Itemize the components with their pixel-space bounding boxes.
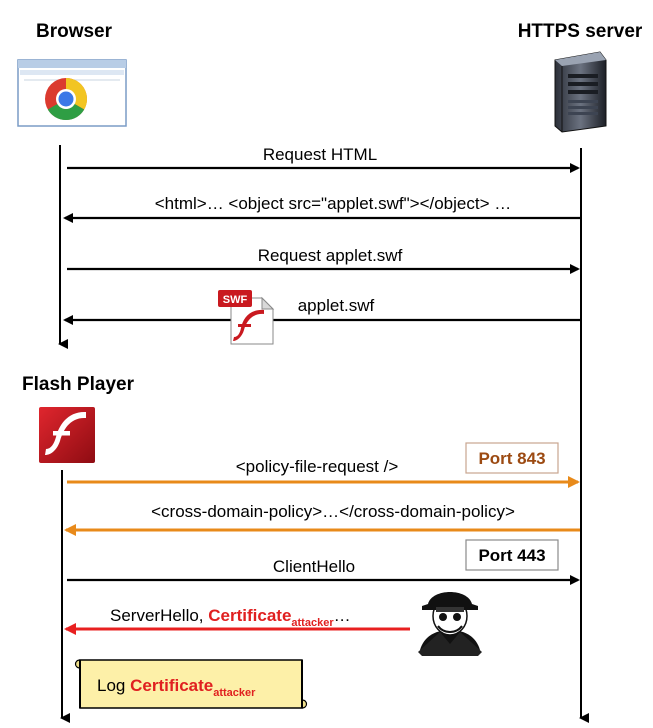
serverhello-suffix: …: [334, 606, 351, 625]
serverhello-text: ServerHello,: [110, 606, 208, 625]
swf-file-icon: SWF: [218, 290, 275, 345]
flash-player-icon: [39, 407, 95, 463]
log-scroll-text: Log Certificateattacker: [97, 676, 256, 699]
browser-title: Browser: [36, 21, 113, 42]
port-443-label: Port 443: [478, 546, 545, 565]
log-scroll: Log Certificateattacker: [74, 659, 308, 709]
port-843-label: Port 843: [478, 449, 545, 468]
spy-attacker-icon: [418, 592, 482, 656]
message-label-applet-response: applet.swf: [298, 296, 375, 315]
message-label-request-html: Request HTML: [263, 145, 377, 164]
log-certificate-word: Certificate: [130, 676, 213, 695]
message-label-serverhello: ServerHello, Certificateattacker…: [110, 606, 351, 629]
message-label-policy-response: <cross-domain-policy>…</cross-domain-pol…: [151, 502, 515, 521]
log-certificate-subscript: attacker: [213, 687, 256, 699]
port-443-box: [465, 539, 559, 571]
server-tower-icon: [554, 51, 607, 133]
port-843-box: [465, 442, 559, 474]
certificate-word: Certificate: [208, 606, 291, 625]
log-prefix: Log: [97, 676, 130, 695]
certificate-subscript: attacker: [291, 617, 334, 629]
server-title: HTTPS server: [518, 21, 643, 42]
message-label-clienthello: ClientHello: [273, 557, 355, 576]
message-label-request-applet: Request applet.swf: [258, 246, 403, 265]
chrome-browser-window-icon: [17, 59, 127, 127]
message-label-policy-request: <policy-file-request />: [236, 457, 399, 476]
flash-player-title: Flash Player: [22, 374, 135, 395]
swf-icon-label: SWF: [223, 294, 248, 306]
message-label-html-response: <html>… <object src="applet.swf"></objec…: [155, 194, 512, 213]
